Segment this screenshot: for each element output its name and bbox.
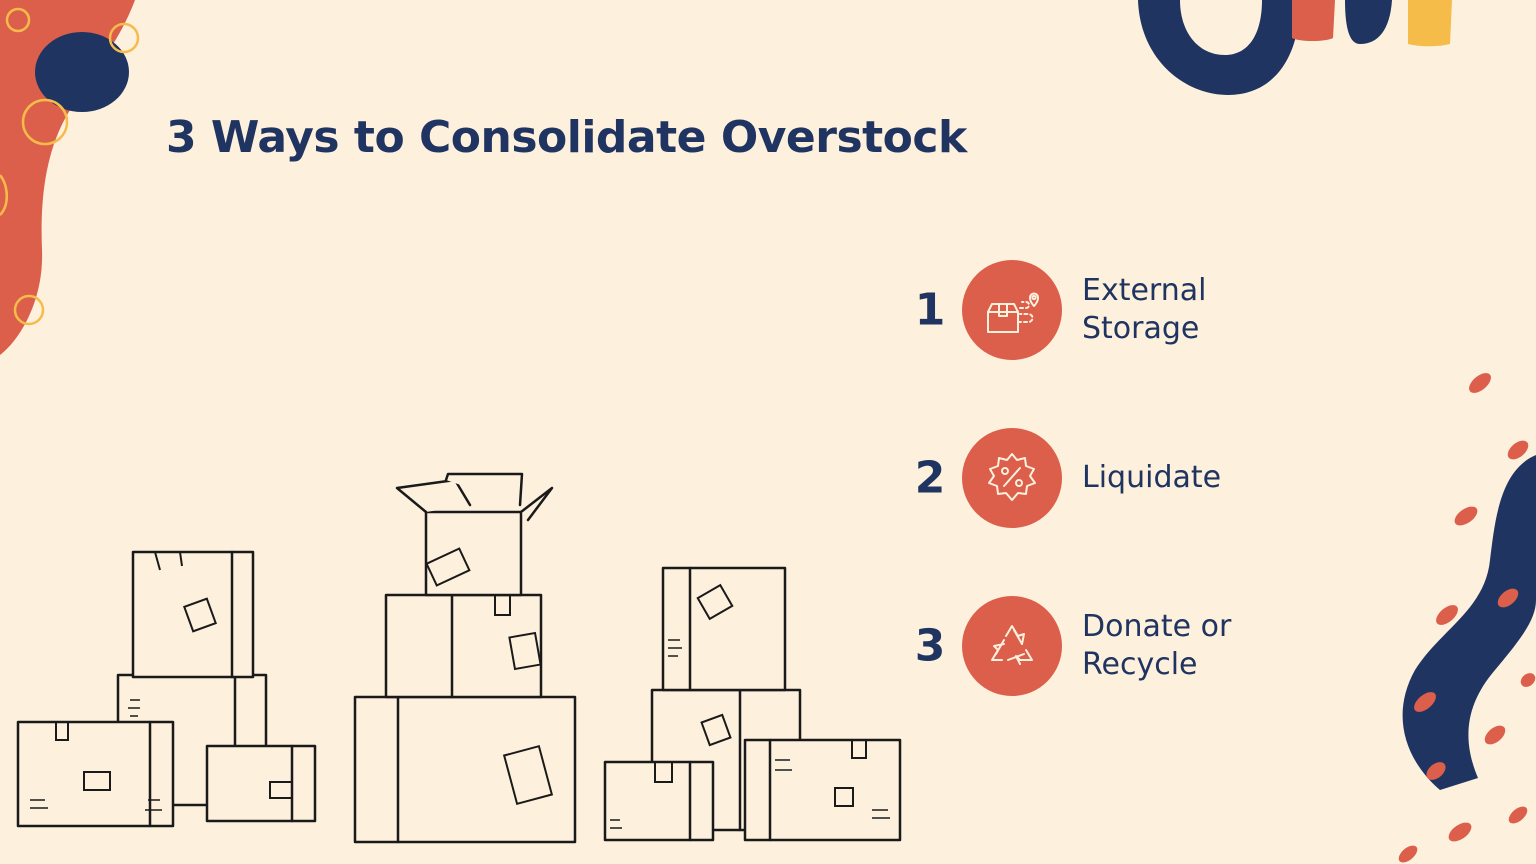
stacked-boxes-illustration: [16, 472, 902, 844]
item-label: Donate or Recycle: [1082, 609, 1232, 682]
icon-circle: [962, 260, 1062, 360]
icon-circle: [962, 596, 1062, 696]
navy-ring-top-right: [1138, 0, 1300, 95]
list-item-external-storage: 1 External Storage: [900, 258, 1320, 362]
item-number: 2: [914, 452, 946, 504]
page-title: 3 Ways to Consolidate Overstock: [166, 112, 967, 163]
list-item-liquidate: 2 Liquidate: [900, 426, 1320, 530]
coral-blob-top-left: [0, 0, 135, 355]
percent-badge-icon: [988, 453, 1036, 501]
item-label: Liquidate: [1082, 460, 1222, 495]
navy-wave-right: [1402, 455, 1536, 790]
box-route-icon: [987, 292, 1039, 333]
item-number: 1: [914, 284, 946, 336]
icon-circle: [962, 428, 1062, 528]
list-item-donate-or-recycle: 3 Donate or Recycle: [900, 594, 1320, 698]
item-label: External Storage: [1082, 273, 1207, 346]
item-number: 3: [914, 620, 946, 672]
navy-blob-top-left: [35, 32, 129, 112]
recycle-icon: [991, 625, 1033, 665]
